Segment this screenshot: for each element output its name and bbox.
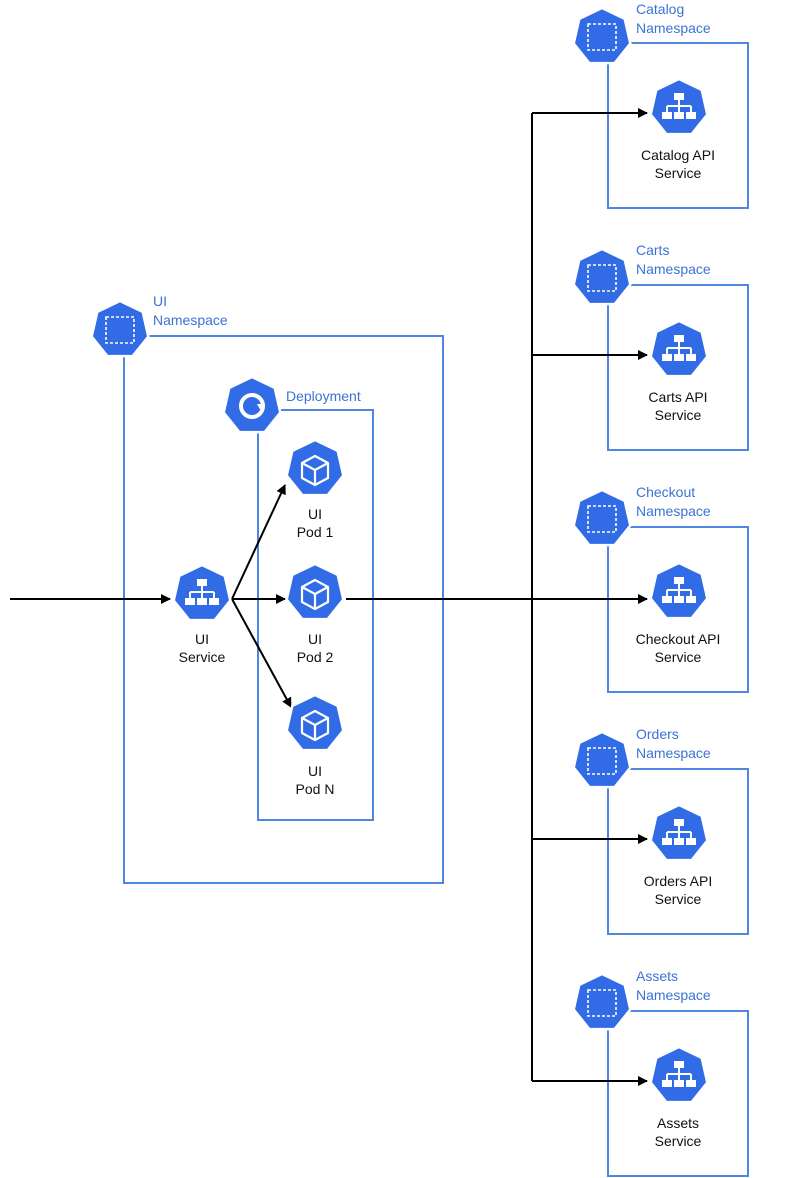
orders-service-label: Orders API Service	[618, 872, 738, 908]
orders-service-label-line2: Service	[654, 891, 702, 907]
pod-1-icon	[285, 438, 345, 497]
checkout-namespace-label-line2: Namespace	[636, 503, 711, 519]
catalog-service-label-line2: Service	[654, 165, 702, 181]
ui-namespace-label: UI Namespace	[153, 292, 228, 330]
ui-service-label: UI Service	[152, 630, 252, 666]
checkout-service-label-line1: Checkout API	[635, 631, 721, 647]
pod-2-icon	[285, 562, 345, 621]
catalog-service-label-line1: Catalog API	[641, 147, 715, 163]
orders-namespace-label-line1: Orders	[636, 726, 679, 742]
orders-namespace-icon	[572, 730, 632, 789]
assets-namespace-label-line2: Namespace	[636, 987, 711, 1003]
carts-service-icon	[649, 319, 709, 378]
checkout-namespace-label-line1: Checkout	[636, 484, 696, 500]
catalog-namespace-icon	[572, 6, 632, 65]
ui-service-label-line2: Service	[178, 649, 226, 665]
service-to-podn-arrow	[231, 598, 292, 708]
catalog-namespace-box	[607, 42, 749, 209]
carts-namespace-box	[607, 284, 749, 451]
ui-namespace-box	[123, 335, 444, 884]
deployment-icon	[222, 375, 282, 434]
deployment-label-text: Deployment	[286, 388, 361, 404]
carts-namespace-icon	[572, 247, 632, 306]
catalog-namespace-label-line2: Namespace	[636, 20, 711, 36]
pod-2-label: UI Pod 2	[275, 630, 355, 666]
orders-namespace-box	[607, 768, 749, 935]
checkout-service-icon	[649, 561, 709, 620]
carts-namespace-label-line2: Namespace	[636, 261, 711, 277]
catalog-namespace-label-line1: Catalog	[636, 1, 685, 17]
pod-1-label-line1: UI	[308, 506, 322, 522]
orders-namespace-label: Orders Namespace	[636, 725, 711, 763]
checkout-namespace-icon	[572, 488, 632, 547]
assets-service-label: Assets Service	[618, 1114, 738, 1150]
orders-service-icon	[649, 803, 709, 862]
checkout-service-label-line2: Service	[654, 649, 702, 665]
pod-2-label-line1: UI	[308, 631, 322, 647]
pod-1-label: UI Pod 1	[275, 505, 355, 541]
assets-namespace-box	[607, 1010, 749, 1177]
pod-n-label: UI Pod N	[275, 762, 355, 798]
orders-namespace-label-line2: Namespace	[636, 745, 711, 761]
carts-namespace-label-line1: Carts	[636, 242, 670, 258]
carts-service-label-line2: Service	[654, 407, 702, 423]
deployment-box	[257, 409, 374, 821]
orders-service-label-line1: Orders API	[643, 873, 713, 889]
assets-namespace-label-line1: Assets	[636, 968, 679, 984]
carts-service-label: Carts API Service	[618, 388, 738, 424]
pod-n-icon	[285, 693, 345, 752]
pod-2-label-line2: Pod 2	[296, 649, 334, 665]
assets-service-icon	[649, 1045, 709, 1104]
deployment-label: Deployment	[286, 387, 361, 406]
carts-service-label-line1: Carts API	[648, 389, 708, 405]
checkout-namespace-box	[607, 526, 749, 693]
pod-n-label-line2: Pod N	[295, 781, 335, 797]
catalog-service-icon	[649, 77, 709, 136]
assets-namespace-label: Assets Namespace	[636, 967, 711, 1005]
ui-namespace-icon	[90, 299, 150, 358]
assets-namespace-icon	[572, 972, 632, 1031]
ui-namespace-label-line2: Namespace	[153, 312, 228, 328]
ui-namespace-label-line1: UI	[153, 293, 167, 309]
carts-namespace-label: Carts Namespace	[636, 241, 711, 279]
assets-service-label-line2: Service	[654, 1133, 702, 1149]
pod-1-label-line2: Pod 1	[296, 524, 334, 540]
service-to-pod1-arrow	[231, 484, 286, 600]
checkout-service-label: Checkout API Service	[618, 630, 738, 666]
assets-service-label-line1: Assets	[656, 1115, 699, 1131]
catalog-namespace-label: Catalog Namespace	[636, 0, 711, 38]
ui-service-label-line1: UI	[195, 631, 209, 647]
ui-service-icon	[172, 563, 232, 622]
checkout-namespace-label: Checkout Namespace	[636, 483, 711, 521]
catalog-service-label: Catalog API Service	[618, 146, 738, 182]
pod-n-label-line1: UI	[308, 763, 322, 779]
